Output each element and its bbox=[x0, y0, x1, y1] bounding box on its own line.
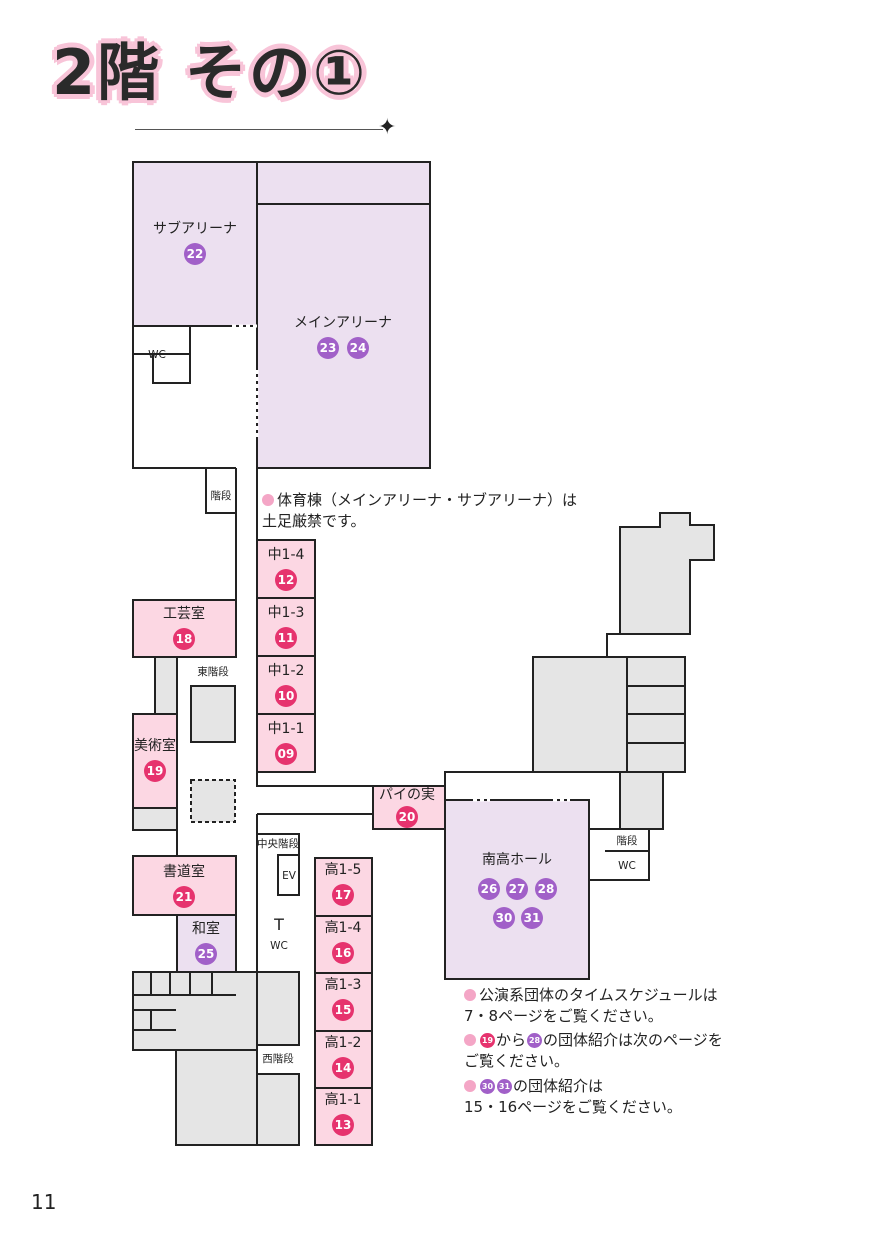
room-number-badge: 14 bbox=[332, 1057, 354, 1079]
title-underline bbox=[135, 129, 383, 130]
naka12-label: 中1-2 bbox=[267, 663, 305, 679]
ev-box bbox=[277, 854, 300, 896]
wc-label: WC bbox=[148, 348, 166, 361]
room-number-badge: 10 bbox=[275, 685, 297, 707]
wc-label: WC bbox=[618, 859, 636, 872]
room-number-badge: 25 bbox=[195, 943, 217, 965]
bijutsu-label: 美術室 bbox=[134, 738, 176, 754]
bullet-icon bbox=[464, 989, 476, 1001]
naka11-label: 中1-1 bbox=[267, 721, 305, 737]
bullet-icon bbox=[464, 1080, 476, 1092]
room-number-badge: 22 bbox=[184, 243, 206, 265]
room-number-badge: 20 bbox=[396, 806, 418, 828]
room-number-badge: 27 bbox=[506, 878, 528, 900]
sub-arena-label: サブアリーナ bbox=[153, 221, 237, 237]
kou11-label: 高1-1 bbox=[324, 1092, 362, 1108]
room-number-badge: 24 bbox=[347, 337, 369, 359]
central-stairs-label: 中央階段 bbox=[257, 837, 299, 850]
bullet-icon bbox=[464, 1034, 476, 1046]
room-number-badge: 15 bbox=[332, 999, 354, 1021]
page-title: 2階 その① bbox=[52, 36, 368, 109]
room-number-badge: 23 bbox=[317, 337, 339, 359]
stairs-label: 階段 bbox=[210, 489, 232, 502]
east-stairs-label: 東階段 bbox=[197, 665, 229, 678]
kougei-label: 工芸室 bbox=[163, 606, 205, 622]
bullet-icon bbox=[262, 494, 274, 506]
room-number-badge: 21 bbox=[173, 886, 195, 908]
naka14-label: 中1-4 bbox=[267, 547, 305, 563]
room-number-badge: 16 bbox=[332, 942, 354, 964]
room-number-badge: 31 bbox=[497, 1079, 512, 1094]
minami-hall-label: 南高ホール bbox=[482, 852, 552, 868]
room-number-badge: 26 bbox=[478, 878, 500, 900]
kou13-label: 高1-3 bbox=[324, 977, 362, 993]
stairs-label: 階段 bbox=[616, 834, 638, 847]
room-number-badge: 30 bbox=[493, 907, 515, 929]
west-stairs-label: 西階段 bbox=[262, 1052, 294, 1065]
page-number: 11 bbox=[31, 1190, 57, 1214]
room-number-badge: 13 bbox=[332, 1114, 354, 1136]
wc-icon: T bbox=[274, 915, 284, 934]
naka13-label: 中1-3 bbox=[267, 605, 305, 621]
washitsu-label: 和室 bbox=[192, 921, 220, 937]
room-number-badge: 18 bbox=[173, 628, 195, 650]
room-number-badge: 17 bbox=[332, 884, 354, 906]
room-number-badge: 19 bbox=[144, 760, 166, 782]
kou14-label: 高1-4 bbox=[324, 920, 362, 936]
main-arena-label: メインアリーナ bbox=[294, 315, 392, 331]
pai-label: パイの実 bbox=[379, 787, 435, 803]
shodou-label: 書道室 bbox=[163, 864, 205, 880]
arena-top-strip bbox=[256, 161, 431, 205]
room-number-badge: 28 bbox=[535, 878, 557, 900]
room-number-badge: 28 bbox=[527, 1033, 543, 1048]
schedule-note: 公演系団体のタイムスケジュールは 7・8ページをご覧ください。 bbox=[464, 986, 718, 1025]
room-number-badge: 12 bbox=[275, 569, 297, 591]
sparkle-icon: ✦ bbox=[378, 115, 397, 140]
room-number-badge: 11 bbox=[275, 627, 297, 649]
kou12-label: 高1-2 bbox=[324, 1035, 362, 1051]
room-number-badge: 31 bbox=[521, 907, 543, 929]
ev-label: EV bbox=[282, 869, 296, 882]
main-arena-area bbox=[256, 203, 431, 469]
kou15-label: 高1-5 bbox=[324, 862, 362, 878]
room-number-badge: 09 bbox=[275, 743, 297, 765]
wc-label: WC bbox=[270, 939, 288, 952]
room-number-badge: 19 bbox=[480, 1033, 495, 1048]
east-stairs-block bbox=[190, 685, 236, 743]
room-number-badge: 30 bbox=[480, 1079, 495, 1094]
gym-note: 体育棟（メインアリーナ・サブアリーナ）は 土足厳禁です。 bbox=[262, 491, 578, 530]
